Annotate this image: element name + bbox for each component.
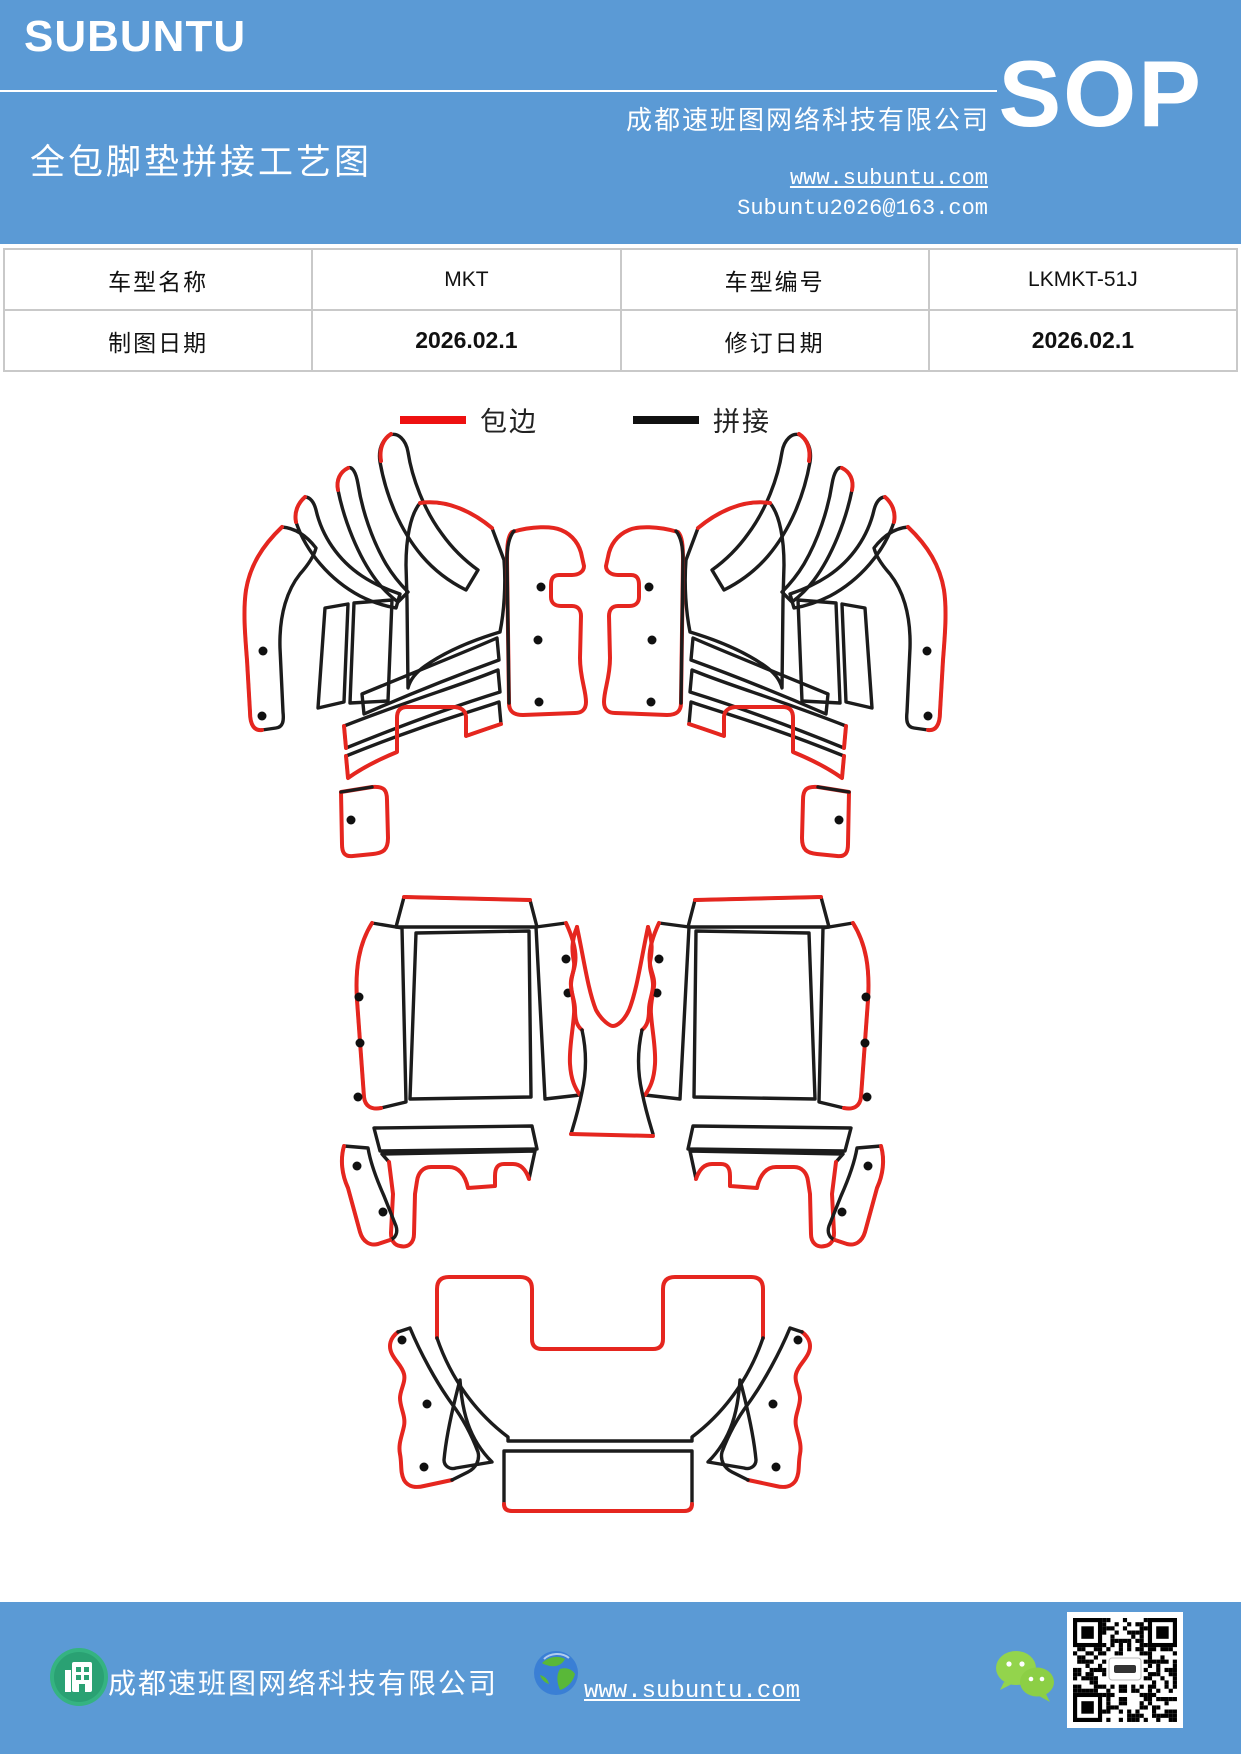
table-row: 车型名称 MKT 车型编号 LKMKT-51J — [2, 248, 1239, 311]
legend-label: 拼接 — [713, 407, 771, 437]
model-name-value: MKT — [311, 248, 622, 311]
third-row-bottom-rectangle — [502, 1449, 694, 1513]
email-text: Subuntu2026@163.com — [737, 196, 988, 221]
company-name: 成都速班图网络科技有限公司 — [625, 105, 990, 135]
model-code-value: LKMKT-51J — [927, 248, 1239, 311]
page-title: 全包脚垫拼接工艺图 — [30, 143, 373, 182]
revise-date-label: 修订日期 — [619, 309, 930, 372]
vehicle-info-table: 车型名称 MKT 车型编号 LKMKT-51J 制图日期 2026.02.1 修… — [2, 248, 1239, 372]
second-row-left-mat-pieces — [339, 895, 582, 1249]
legend-label: 包边 — [480, 407, 538, 437]
legend-item-splice: 拼接 — [633, 400, 771, 439]
wechat-icon — [996, 1651, 1054, 1702]
draw-date-label: 制图日期 — [2, 309, 314, 372]
footer-website-link[interactable]: www.subuntu.com — [584, 1678, 801, 1705]
website-link[interactable]: www.subuntu.com — [789, 166, 988, 191]
brand-logo: SUBUNTU — [24, 12, 247, 61]
third-row-main-piece — [435, 1275, 765, 1443]
table-row: 制图日期 2026.02.1 修订日期 2026.02.1 — [2, 309, 1239, 372]
front-right-mat-pieces — [602, 432, 948, 859]
model-name-label: 车型名称 — [2, 248, 314, 311]
red-line-swatch — [400, 415, 466, 424]
building-icon — [50, 1648, 108, 1706]
globe-icon — [534, 1651, 578, 1695]
third-row-left-wing — [388, 1326, 494, 1489]
front-left-mat-pieces — [242, 432, 588, 859]
qr-code — [1067, 1612, 1183, 1728]
black-line-swatch — [633, 415, 699, 424]
footer-company-name: 成都速班图网络科技有限公司 — [108, 1668, 499, 1699]
second-row-right-mat-pieces — [643, 895, 886, 1249]
draw-date-value: 2026.02.1 — [311, 309, 622, 372]
tunnel-piece — [569, 925, 655, 1138]
legend-item-edging: 包边 — [400, 400, 538, 439]
page-header: SUBUNTU 成都速班图网络科技有限公司 全包脚垫拼接工艺图 www.subu… — [0, 0, 1241, 244]
revise-date-value: 2026.02.1 — [927, 309, 1239, 372]
model-code-label: 车型编号 — [619, 248, 930, 311]
doc-type-badge: SOP — [998, 41, 1203, 146]
header-divider — [0, 90, 997, 92]
